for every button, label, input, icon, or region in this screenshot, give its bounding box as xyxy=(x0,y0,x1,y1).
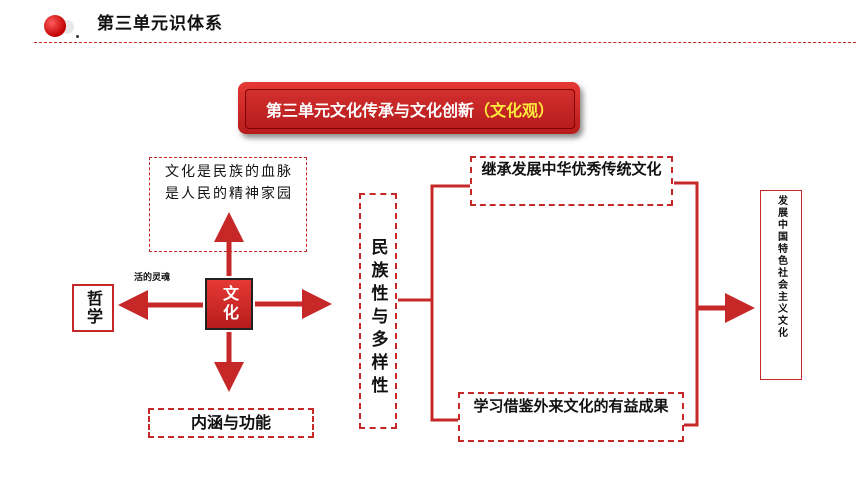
result-label: 发展中国特色社会主义文化 xyxy=(775,195,787,339)
banner-title-highlight: （文化观） xyxy=(474,101,555,120)
banner-title: 第三单元文化传承与文化创新（文化观） xyxy=(245,89,575,129)
nationality-label: 民族性与多样性 xyxy=(367,238,388,399)
living-soul-label: 活的灵魂 xyxy=(134,273,171,283)
banner-title-main: 第三单元文化传承与文化创新 xyxy=(265,101,474,120)
nationality-text-wrap: 民族性与多样性 xyxy=(359,238,397,399)
header-red-dot-icon xyxy=(44,15,66,37)
bloodline-text: 文化是民族的血脉 是人民的精神家园 xyxy=(165,164,293,202)
page-title: 第三单元识体系 xyxy=(97,14,223,34)
inherit-label: 继承发展中华优秀传统文化 xyxy=(481,160,662,178)
connotation-box xyxy=(148,408,314,438)
connotation-label: 内涵与功能 xyxy=(190,413,271,432)
learn-label: 学习借鉴外来文化的有益成果 xyxy=(473,397,669,415)
philosophy-label: 哲学 xyxy=(84,290,103,326)
inherit-box xyxy=(470,156,673,206)
learn-box xyxy=(458,392,684,442)
header-small-dot xyxy=(76,35,79,38)
culture-node: 文化 xyxy=(205,278,253,330)
bracket-right xyxy=(674,181,699,427)
bracket-left xyxy=(430,184,470,422)
culture-label: 文化 xyxy=(220,285,239,323)
header-divider xyxy=(34,42,856,43)
philosophy-node: 哲学 xyxy=(72,284,114,332)
result-box: 发展中国特色社会主义文化 xyxy=(760,190,802,380)
bloodline-box xyxy=(149,157,307,252)
nationality-box xyxy=(359,193,397,429)
